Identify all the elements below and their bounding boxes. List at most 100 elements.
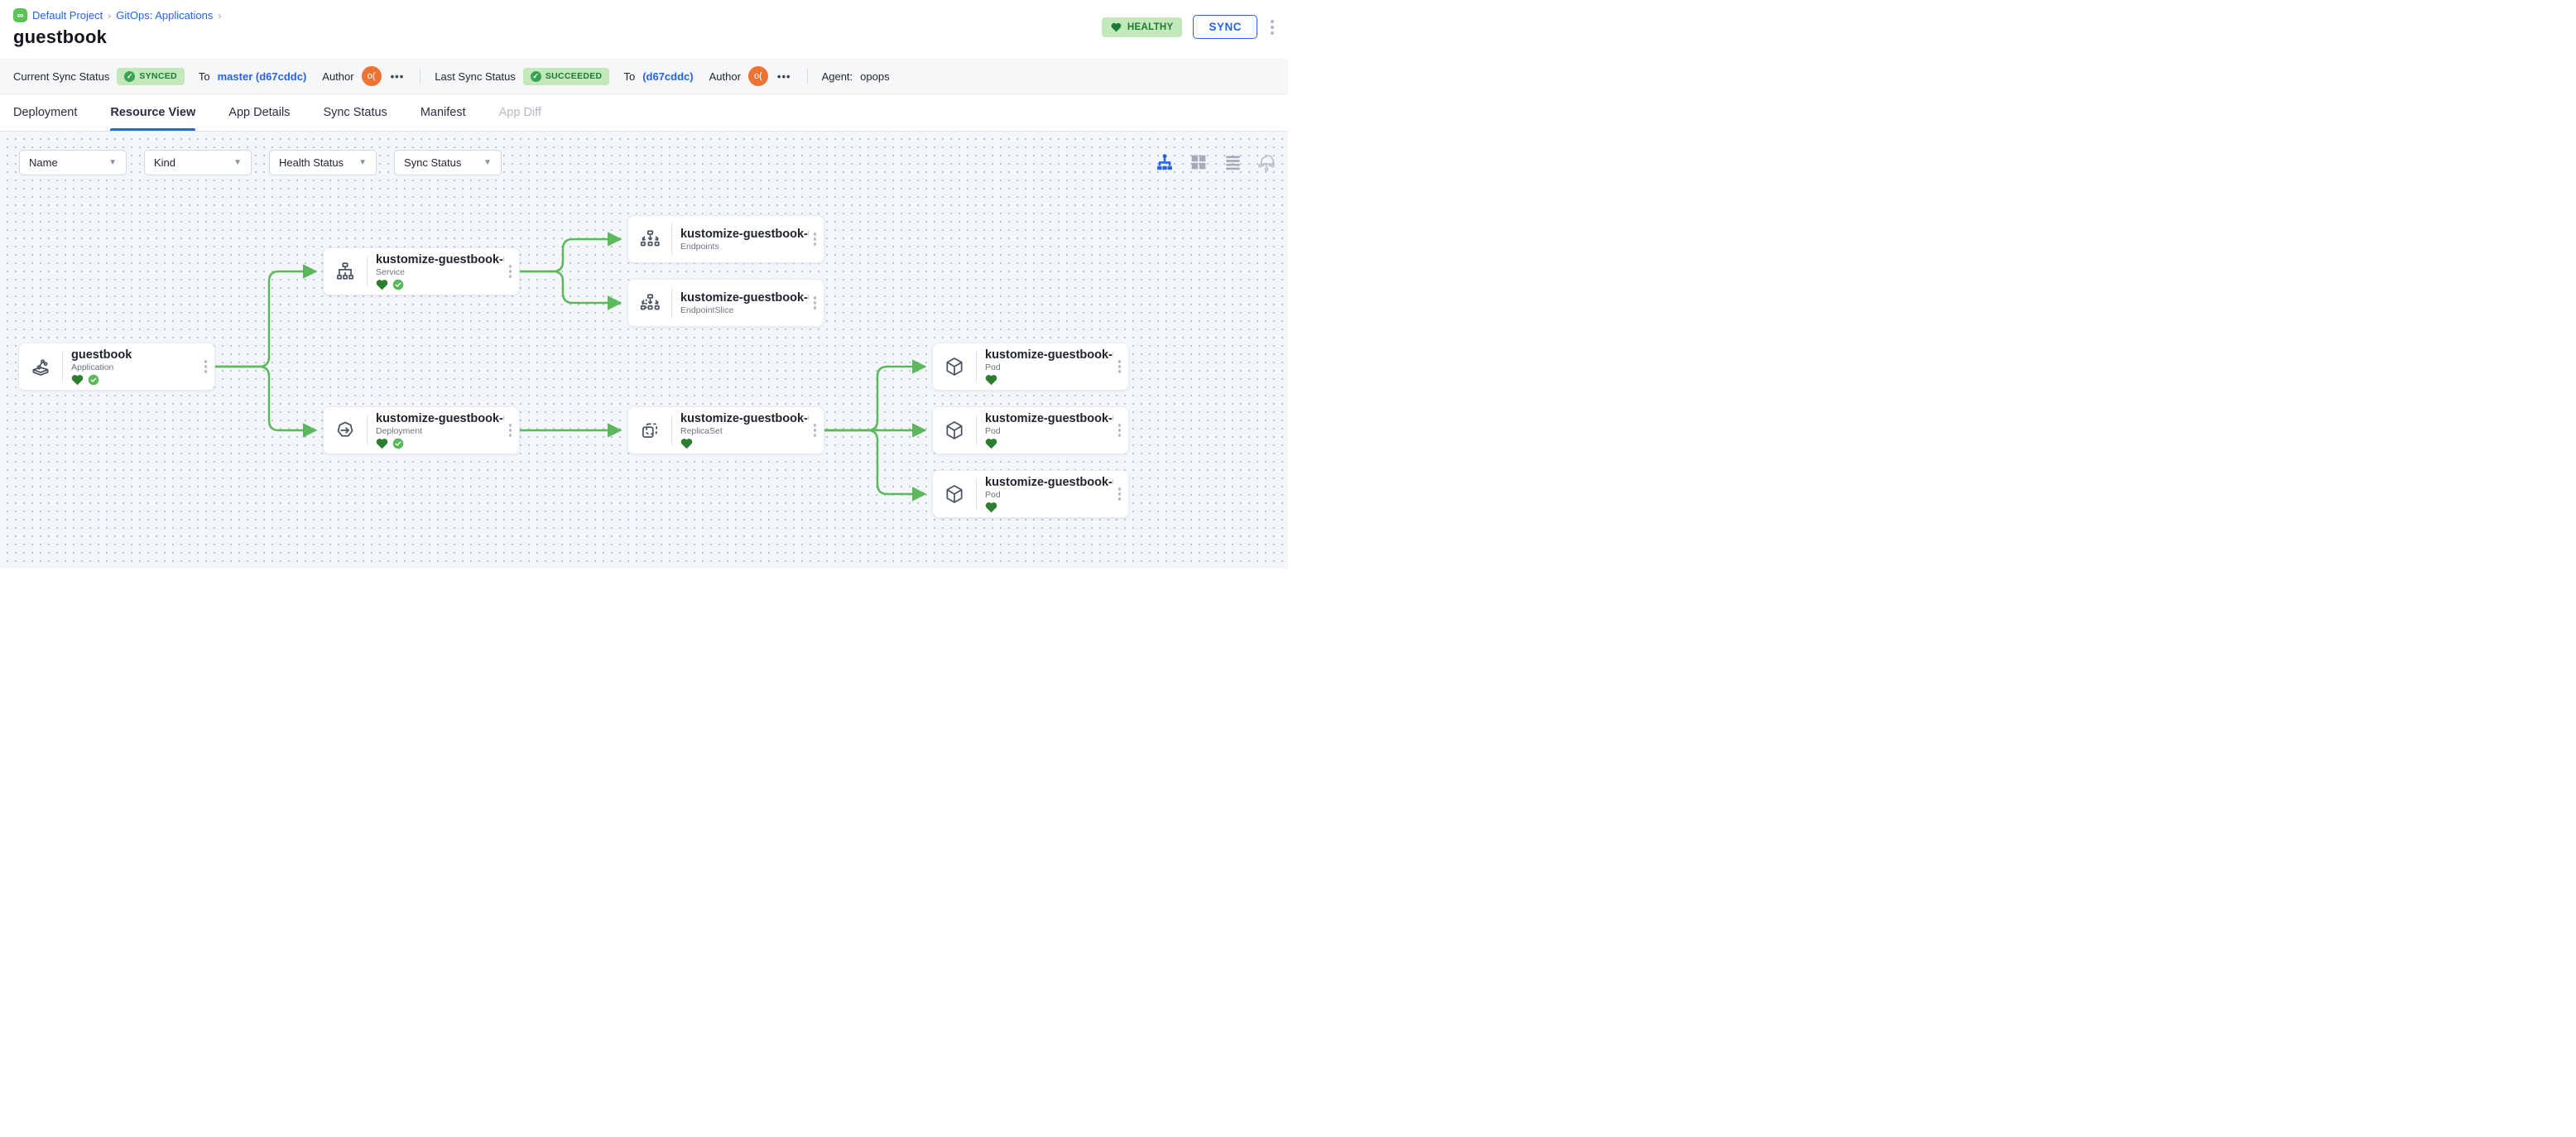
breadcrumb-project[interactable]: Default Project — [32, 9, 103, 22]
node-deployment[interactable]: kustomize-guestbook-ui Deployment — [323, 406, 520, 454]
node-title: kustomize-guestbook-ui — [376, 411, 504, 425]
edge-replicaset-pod1 — [823, 359, 927, 432]
agent-value: opops — [860, 70, 890, 83]
filter-health-status-select[interactable]: Health Status▼ — [269, 150, 377, 175]
node-pod-2[interactable]: kustomize-guestbook-ui-... Pod — [932, 406, 1129, 454]
cluster-view-button[interactable] — [1256, 151, 1277, 173]
node-title: kustomize-guestbook-ui — [376, 252, 504, 266]
tree-view-icon — [1157, 154, 1172, 170]
author-avatar[interactable]: o( — [361, 66, 382, 86]
node-kind: Pod — [985, 362, 1001, 372]
chevron-right-icon: › — [108, 9, 112, 22]
node-kind: Service — [376, 266, 406, 277]
node-menu-button[interactable] — [1117, 482, 1129, 506]
filter-bar: Name▼ Kind▼ Health Status▼ Sync Status▼ — [19, 150, 502, 175]
node-kind: Deployment — [376, 425, 423, 436]
edge-app-deployment — [214, 365, 318, 438]
edge-replicaset-pod3 — [823, 429, 927, 501]
filter-name-select[interactable]: Name▼ — [19, 150, 127, 175]
node-kind: Endpoints — [680, 241, 719, 252]
pod-icon — [933, 356, 976, 377]
node-title: kustomize-guestbook-ui-... — [680, 290, 809, 305]
deployment-icon — [324, 420, 367, 441]
node-endpointslice[interactable]: kustomize-guestbook-ui-... EndpointSlice — [627, 279, 824, 327]
synced-check-icon — [88, 374, 99, 385]
filter-sync-status-select[interactable]: Sync Status▼ — [394, 150, 502, 175]
endpointslice-icon — [628, 292, 671, 314]
node-menu-button[interactable] — [1117, 419, 1129, 442]
list-view-icon — [1225, 156, 1240, 170]
synced-check-icon — [392, 279, 404, 290]
check-icon: ✓ — [124, 70, 136, 82]
tab-deployment[interactable]: Deployment — [13, 106, 78, 119]
tab-app-details[interactable]: App Details — [228, 106, 291, 119]
node-endpoints[interactable]: kustomize-guestbook-ui Endpoints — [627, 215, 824, 263]
edge-service-endpoints — [519, 232, 622, 273]
pod-icon — [933, 483, 976, 505]
sync-button[interactable]: SYNC — [1193, 15, 1257, 39]
pod-icon — [933, 420, 976, 441]
to-label: To — [623, 70, 636, 83]
author-avatar[interactable]: o( — [747, 66, 768, 86]
list-view-button[interactable] — [1222, 151, 1243, 173]
chevron-down-icon: ▼ — [483, 158, 492, 167]
healthy-heart-icon — [376, 438, 388, 449]
node-kind: Application — [71, 362, 114, 372]
node-kind: Pod — [985, 489, 1001, 500]
healthy-heart-icon — [985, 374, 997, 385]
node-menu-button[interactable] — [812, 419, 824, 442]
agent-label: Agent: — [821, 70, 853, 83]
divider — [420, 68, 421, 84]
tab-bar: Deployment Resource View App Details Syn… — [0, 94, 1288, 132]
healthy-heart-icon — [985, 438, 997, 449]
node-title: kustomize-guestbook-ui-... — [985, 475, 1113, 489]
tab-resource-view[interactable]: Resource View — [110, 94, 195, 131]
grid-view-icon — [1191, 155, 1206, 170]
chevron-down-icon: ▼ — [358, 158, 367, 167]
tab-manifest[interactable]: Manifest — [420, 106, 466, 119]
node-menu-button[interactable] — [507, 260, 520, 283]
breadcrumb-section[interactable]: GitOps: Applications — [116, 9, 214, 22]
cloud-network-icon — [1258, 155, 1275, 171]
filter-kind-select[interactable]: Kind▼ — [144, 150, 252, 175]
tab-sync-status[interactable]: Sync Status — [323, 106, 387, 119]
edge-service-endpointslice — [519, 270, 622, 310]
node-application-guestbook[interactable]: guestbook Application — [18, 343, 215, 391]
edge-app-service — [214, 264, 318, 368]
grid-view-button[interactable] — [1188, 151, 1209, 173]
heart-icon — [1111, 22, 1122, 31]
healthy-heart-icon — [71, 374, 84, 385]
chevron-right-icon: › — [218, 9, 222, 22]
project-logo-icon: ∞ — [13, 8, 27, 22]
tab-app-diff[interactable]: App Diff — [498, 106, 541, 119]
node-kind: EndpointSlice — [680, 305, 734, 315]
commit-details-button[interactable]: ••• — [390, 70, 405, 83]
node-kind: ReplicaSet — [680, 425, 723, 436]
node-menu-button[interactable] — [1117, 355, 1129, 378]
node-replicaset[interactable]: kustomize-guestbook-ui-... ReplicaSet — [627, 406, 824, 454]
healthy-heart-icon — [376, 279, 388, 290]
tree-view-button[interactable] — [1154, 151, 1175, 173]
node-menu-button[interactable] — [812, 291, 824, 314]
node-title: kustomize-guestbook-ui-... — [985, 348, 1113, 362]
last-sync-target-link[interactable]: (d67cddc) — [642, 70, 694, 83]
node-menu-button[interactable] — [812, 228, 824, 251]
node-menu-button[interactable] — [507, 419, 520, 442]
resource-tree-canvas[interactable]: Name▼ Kind▼ Health Status▼ Sync Status▼ — [0, 132, 1288, 568]
node-pod-1[interactable]: kustomize-guestbook-ui-... Pod — [932, 343, 1129, 391]
node-title: kustomize-guestbook-ui-... — [985, 411, 1113, 425]
app-menu-button[interactable] — [1268, 17, 1276, 37]
view-toggle-group — [1154, 151, 1277, 173]
node-menu-button[interactable] — [203, 355, 215, 378]
succeeded-badge: ✓ SUCCEEDED — [522, 67, 610, 85]
application-icon — [19, 356, 62, 377]
node-pod-3[interactable]: kustomize-guestbook-ui-... Pod — [932, 470, 1129, 518]
node-service[interactable]: kustomize-guestbook-ui Service — [323, 247, 520, 295]
current-sync-target-link[interactable]: master (d67cddc) — [217, 70, 307, 83]
node-title: kustomize-guestbook-ui-... — [680, 411, 809, 425]
node-title: kustomize-guestbook-ui — [680, 227, 809, 241]
divider — [806, 68, 808, 84]
commit-details-button[interactable]: ••• — [776, 70, 791, 83]
synced-check-icon — [392, 438, 404, 449]
chevron-down-icon: ▼ — [108, 158, 117, 167]
